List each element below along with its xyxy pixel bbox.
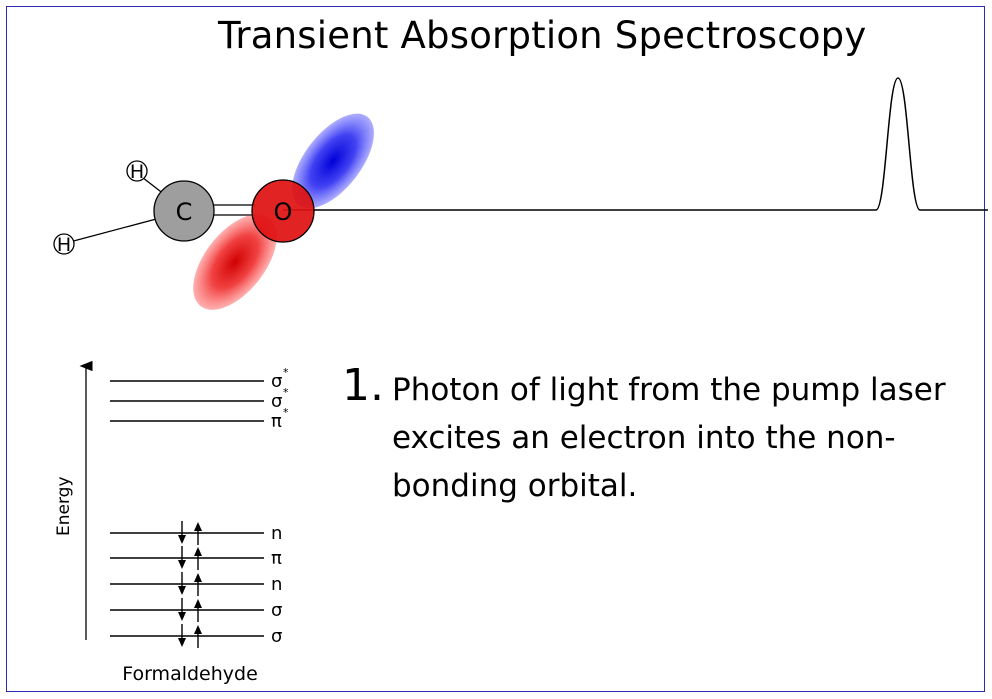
orbital-label-upper-2: π <box>271 411 282 432</box>
oxygen-label: O <box>274 198 293 226</box>
electron-spin-up <box>194 522 202 545</box>
oxygen-atom: O <box>251 179 315 243</box>
p-orbital-lobe-lower <box>193 214 277 310</box>
electron-spin-up <box>194 573 202 596</box>
hydrogen-atom-top: H <box>126 160 148 183</box>
orbital-label-lower-2: n <box>271 574 282 595</box>
orbital-label-upper-1: σ <box>271 391 282 412</box>
p-orbital-lobe-upper <box>292 113 374 209</box>
bond-ch-bottom <box>65 217 161 244</box>
electron-spin-down <box>178 624 186 647</box>
step-number: 1. <box>342 360 384 411</box>
electron-spin-down <box>178 572 186 595</box>
orbital-label-superscript-upper-0: * <box>283 366 289 379</box>
electron-spin-up <box>194 547 202 570</box>
hydrogen-top-label: H <box>130 161 144 183</box>
energy-axis-label: Energy <box>54 476 74 536</box>
orbital-label-lower-4: σ <box>271 626 282 647</box>
carbon-label: C <box>176 198 193 226</box>
orbital-label-upper-0: σ <box>271 371 282 392</box>
orbital-label-superscript-upper-2: * <box>283 406 289 419</box>
orbital-label-lower-3: σ <box>271 600 282 621</box>
step-text: Photon of light from the pump laser exci… <box>392 372 946 504</box>
slide-frame <box>6 6 985 692</box>
pump-pulse-trace <box>283 77 988 211</box>
orbital-label-lower-0: n <box>271 523 282 544</box>
hydrogen-atom-bottom: H <box>53 233 75 256</box>
electron-spin-up <box>194 599 202 622</box>
molecule-name-label: Formaldehyde <box>122 663 258 685</box>
hydrogen-bottom-label: H <box>57 234 71 256</box>
electron-spin-down <box>178 521 186 544</box>
carbon-atom: C <box>153 180 215 242</box>
electron-spin-down <box>178 546 186 569</box>
slide-title: Transient Absorption Spectroscopy <box>218 14 867 57</box>
electron-spin-down <box>178 598 186 621</box>
orbital-label-superscript-upper-1: * <box>283 386 289 399</box>
electron-spin-up <box>194 625 202 648</box>
orbital-label-lower-1: π <box>271 548 282 569</box>
